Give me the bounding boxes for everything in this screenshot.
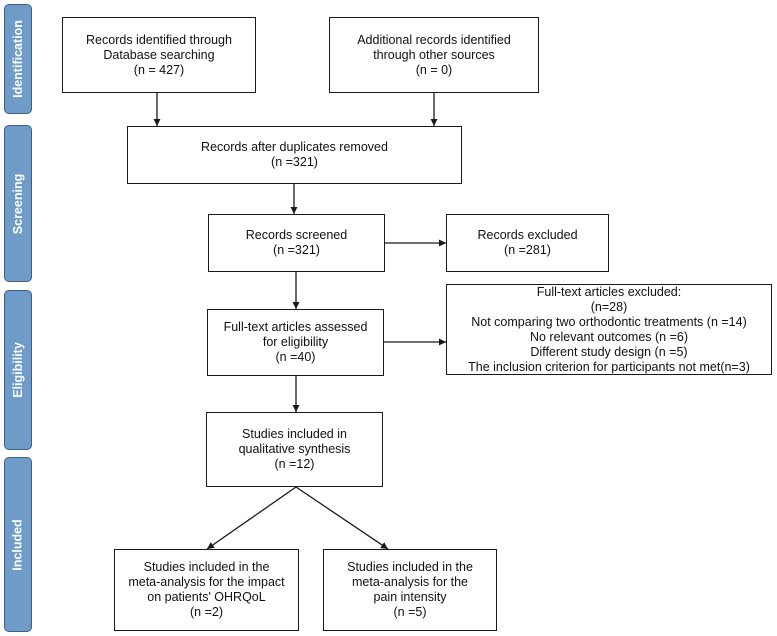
fulltext-assessed-line-3: (n =40) — [275, 350, 316, 364]
fulltext-excluded-line-2: (n=28) — [590, 299, 628, 314]
fulltext-excluded-line-4: No relevant outcomes (n =6) — [529, 329, 689, 344]
qualitative-line-3: (n =12) — [274, 457, 315, 471]
screened-line-1: Records screened — [245, 228, 348, 242]
phase-eligibility: Eligibility — [4, 290, 32, 450]
meta-pain-line-3: pain intensity — [373, 590, 447, 604]
other-sources-line-3: (n = 0) — [415, 62, 453, 77]
box-fulltext-excluded: Full-text articles excluded: (n=28) Not … — [446, 284, 772, 375]
meta-pain-line-1: Studies included in the — [347, 560, 473, 574]
arrow-qualitative-to-pain — [295, 486, 389, 550]
after-duplicates-line-2: (n =321) — [271, 155, 318, 169]
phase-screening: Screening — [4, 125, 32, 282]
qualitative-line-2: qualitative synthesis — [238, 442, 351, 456]
meta-ohrqol-line-2: meta-analysis for the impact — [128, 575, 285, 589]
box-records-excluded: Records excluded (n =281) — [446, 214, 609, 272]
db-search-line-1: Records identified through — [86, 32, 232, 47]
box-meta-pain: Studies included in the meta-analysis fo… — [323, 549, 497, 631]
box-database-search: Records identified through Database sear… — [62, 17, 256, 93]
arrow-qualitative-to-ohrqol — [206, 486, 297, 550]
fulltext-excluded-line-1: Full-text articles excluded: — [536, 284, 682, 299]
box-after-duplicates: Records after duplicates removed (n =321… — [127, 126, 462, 184]
box-qualitative-synthesis: Studies included in qualitative synthesi… — [206, 412, 383, 487]
after-duplicates-line-1: Records after duplicates removed — [201, 140, 388, 154]
meta-pain-line-4: (n =5) — [393, 605, 427, 619]
box-other-sources: Additional records identified through ot… — [329, 17, 539, 93]
box-fulltext-assessed: Full-text articles assessed for eligibil… — [207, 309, 384, 376]
excluded-line-2: (n =281) — [504, 243, 551, 257]
meta-pain-line-2: meta-analysis for the — [351, 575, 469, 589]
fulltext-excluded-line-6: The inclusion criterion for participants… — [468, 359, 750, 374]
db-search-line-2: Database searching — [103, 47, 215, 62]
other-sources-line-2: through other sources — [373, 47, 495, 62]
excluded-line-1: Records excluded — [477, 228, 578, 242]
fulltext-excluded-line-5: Different study design (n =5) — [530, 344, 688, 359]
fulltext-assessed-line-2: for eligibility — [262, 335, 329, 349]
fulltext-assessed-line-1: Full-text articles assessed — [223, 320, 368, 334]
screened-line-2: (n =321) — [273, 243, 320, 257]
fulltext-excluded-line-3: Not comparing two orthodontic treatments… — [471, 314, 747, 329]
db-search-line-3: (n = 427) — [133, 62, 185, 77]
qualitative-line-1: Studies included in — [242, 427, 347, 441]
box-meta-ohrqol: Studies included in the meta-analysis fo… — [114, 549, 299, 631]
meta-ohrqol-line-3: on patients' OHRQoL — [147, 590, 266, 604]
other-sources-line-1: Additional records identified — [357, 32, 511, 47]
box-records-screened: Records screened (n =321) — [208, 214, 385, 272]
phase-identification: Identification — [4, 4, 32, 114]
phase-included: Included — [4, 457, 32, 632]
meta-ohrqol-line-1: Studies included in the — [143, 560, 270, 574]
meta-ohrqol-line-4: (n =2) — [189, 605, 223, 619]
